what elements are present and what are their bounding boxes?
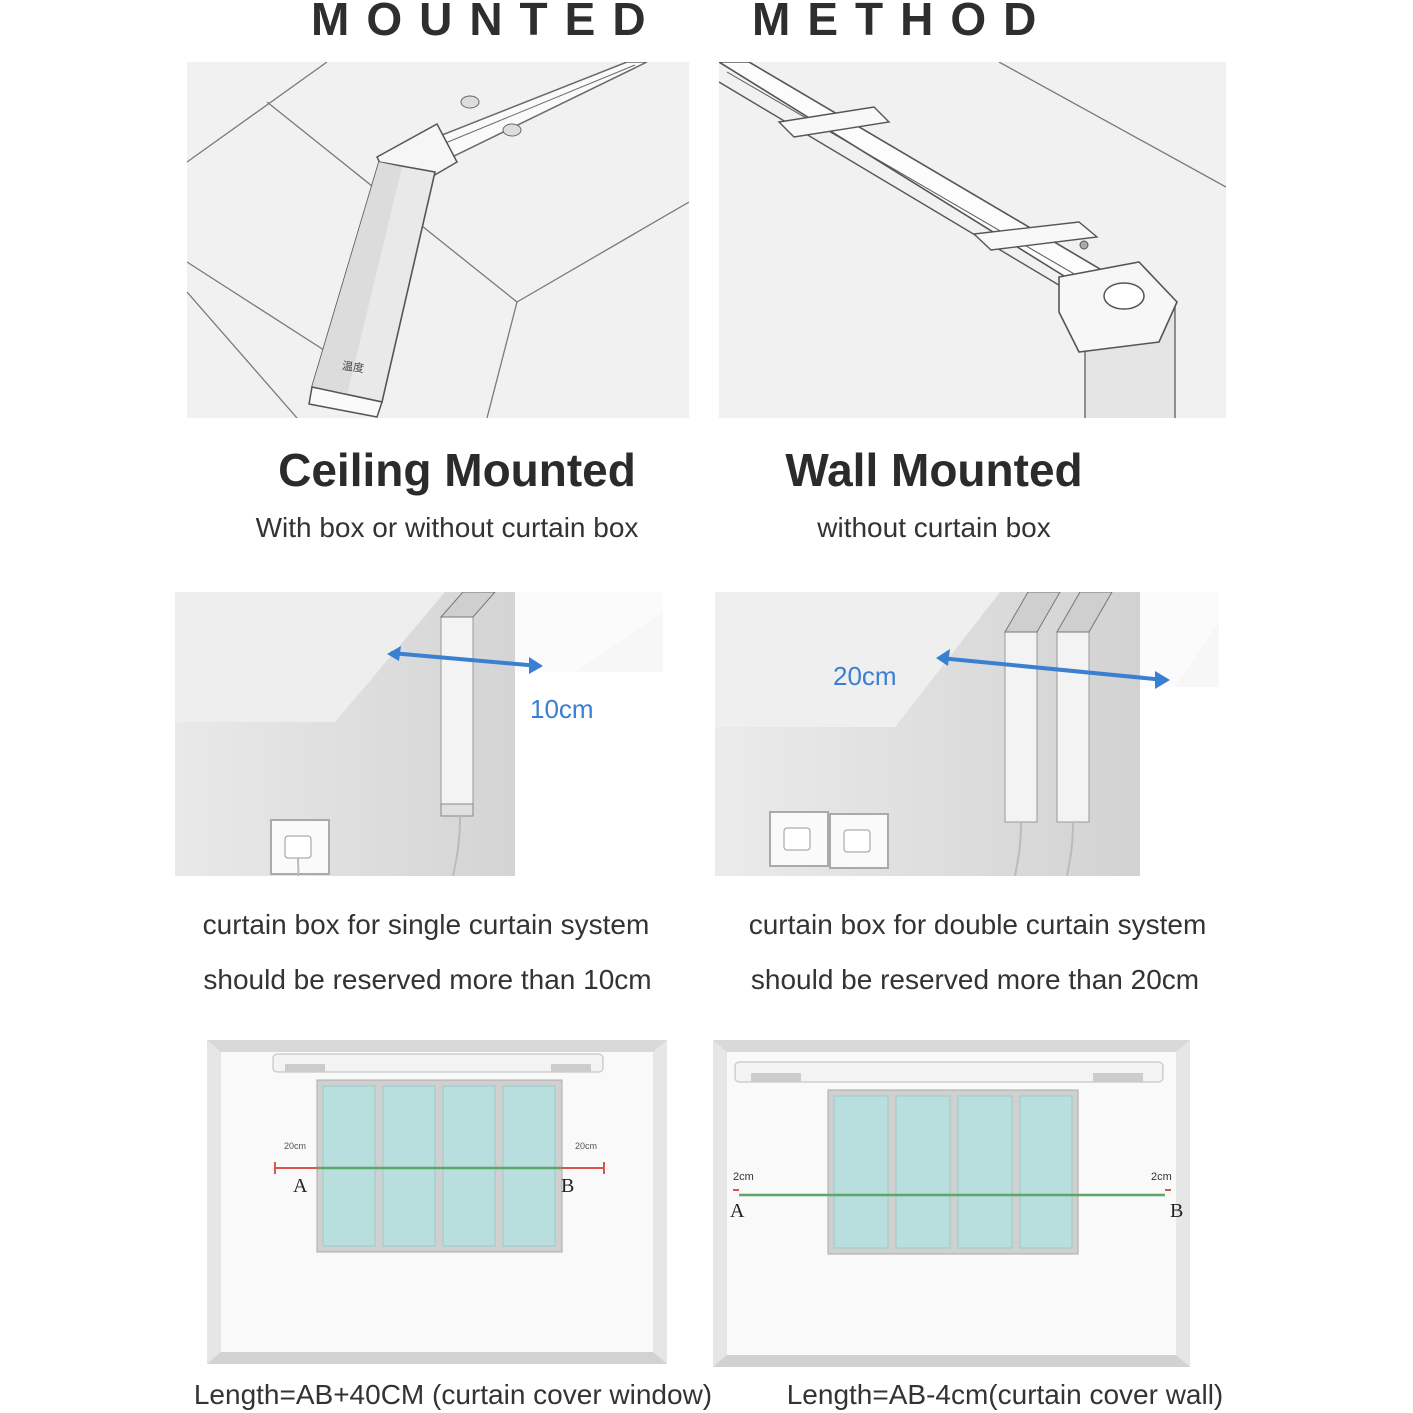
ceiling-mounted-subheading: With box or without curtain box [255,512,639,543]
wall-cover-diagram: 2cm 2cm A B [713,1040,1190,1367]
wall-cover-formula: Length=AB-4cm(curtain cover wall) [786,1379,1224,1410]
wall-point-b: B [1170,1200,1183,1222]
single-measure-label: 10cm [530,694,594,724]
double-curtain-box-photo: 20cm [715,592,1219,876]
wall-mounted-heading: Wall Mounted [785,444,1083,496]
single-caption-line2: should be reserved more than 10cm [203,964,652,995]
title-method: METHOD [752,0,1054,45]
ceiling-mounted-heading: Ceiling Mounted [278,444,636,496]
double-caption-line2: should be reserved more than 20cm [750,964,1200,995]
wall-mounted-illustration [719,62,1226,418]
window-right-offset: 20cm [575,1141,597,1151]
double-caption-line1: curtain box for double curtain system [748,909,1207,940]
double-measure-label: 20cm [833,661,897,691]
wall-mounted-subheading: without curtain box [817,512,1051,543]
window-point-b: B [561,1175,574,1197]
ceiling-mounted-illustration: 温度 [187,62,689,418]
title-mounted: MOUNTED [311,0,663,45]
ceiling-track [435,62,648,158]
single-caption-line1: curtain box for single curtain system [202,909,650,940]
window-cover-diagram: 20cm 20cm A B [207,1040,667,1364]
single-curtain-box-photo: 10cm [175,592,663,876]
wall-right-offset: 2cm [1151,1171,1172,1183]
wall-point-a: A [730,1200,745,1222]
motor-label: 温度 [341,358,365,375]
window-left-offset: 20cm [284,1141,306,1151]
window-cover-formula: Length=AB+40CM (curtain cover window) [193,1379,713,1410]
wall-left-offset: 2cm [733,1171,754,1183]
window-point-a: A [293,1175,308,1197]
